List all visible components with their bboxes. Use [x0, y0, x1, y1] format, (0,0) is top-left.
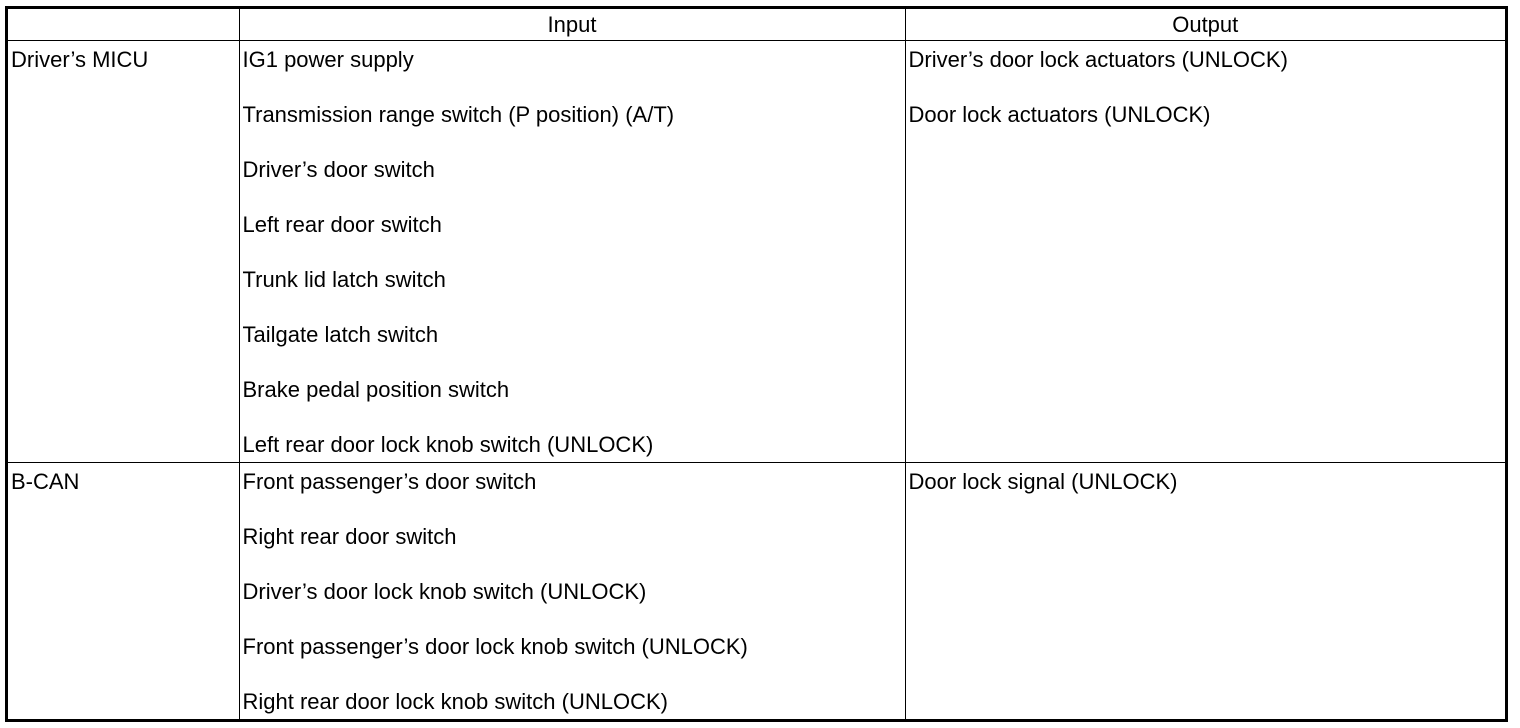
- output-cell: Door lock signal (UNLOCK): [904, 461, 1505, 719]
- input-item: IG1 power supply: [242, 47, 414, 72]
- input-item: Brake pedal position switch: [242, 377, 510, 402]
- source-label: Driver’s MICU: [11, 47, 149, 72]
- source-cell: B-CAN: [8, 461, 240, 719]
- input-item: Driver’s door switch: [242, 157, 435, 182]
- table-row-driver-micu: Driver’s MICU IG1 power supply Transmiss…: [8, 40, 1505, 463]
- input-item: Trunk lid latch switch: [242, 267, 446, 292]
- input-item: Right rear door switch: [242, 523, 457, 549]
- source-cell: Driver’s MICU: [8, 40, 240, 463]
- output-cell: Driver’s door lock actuators (UNLOCK) Do…: [904, 40, 1505, 463]
- header-input: Input: [238, 9, 906, 41]
- input-item: Front passenger’s door switch: [242, 468, 537, 494]
- input-cell: Front passenger’s door switch Right rear…: [238, 461, 906, 719]
- header-source: [8, 9, 240, 41]
- table-row-b-can: B-CAN Front passenger’s door switch Righ…: [8, 461, 1505, 719]
- source-label: B-CAN: [11, 468, 80, 494]
- input-item: Left rear door switch: [242, 212, 442, 237]
- input-cell: IG1 power supply Transmission range swit…: [238, 40, 906, 463]
- header-output: Output: [904, 9, 1505, 41]
- io-table-frame: Input Output Driver’s MICU IG1 power sup…: [5, 6, 1508, 722]
- output-item: Door lock signal (UNLOCK): [908, 468, 1178, 494]
- input-item: Transmission range switch (P position) (…: [242, 102, 675, 127]
- output-item: Driver’s door lock actuators (UNLOCK): [908, 47, 1288, 72]
- input-item: Tailgate latch switch: [242, 322, 439, 347]
- io-table: Input Output Driver’s MICU IG1 power sup…: [8, 9, 1505, 719]
- input-item: Right rear door lock knob switch (UNLOCK…: [242, 688, 668, 714]
- output-item: Door lock actuators (UNLOCK): [908, 102, 1211, 127]
- input-item: Driver’s door lock knob switch (UNLOCK): [242, 578, 647, 604]
- input-item: Front passenger’s door lock knob switch …: [242, 633, 748, 659]
- input-item: Left rear door lock knob switch (UNLOCK): [242, 432, 654, 457]
- header-row: Input Output: [8, 9, 1505, 41]
